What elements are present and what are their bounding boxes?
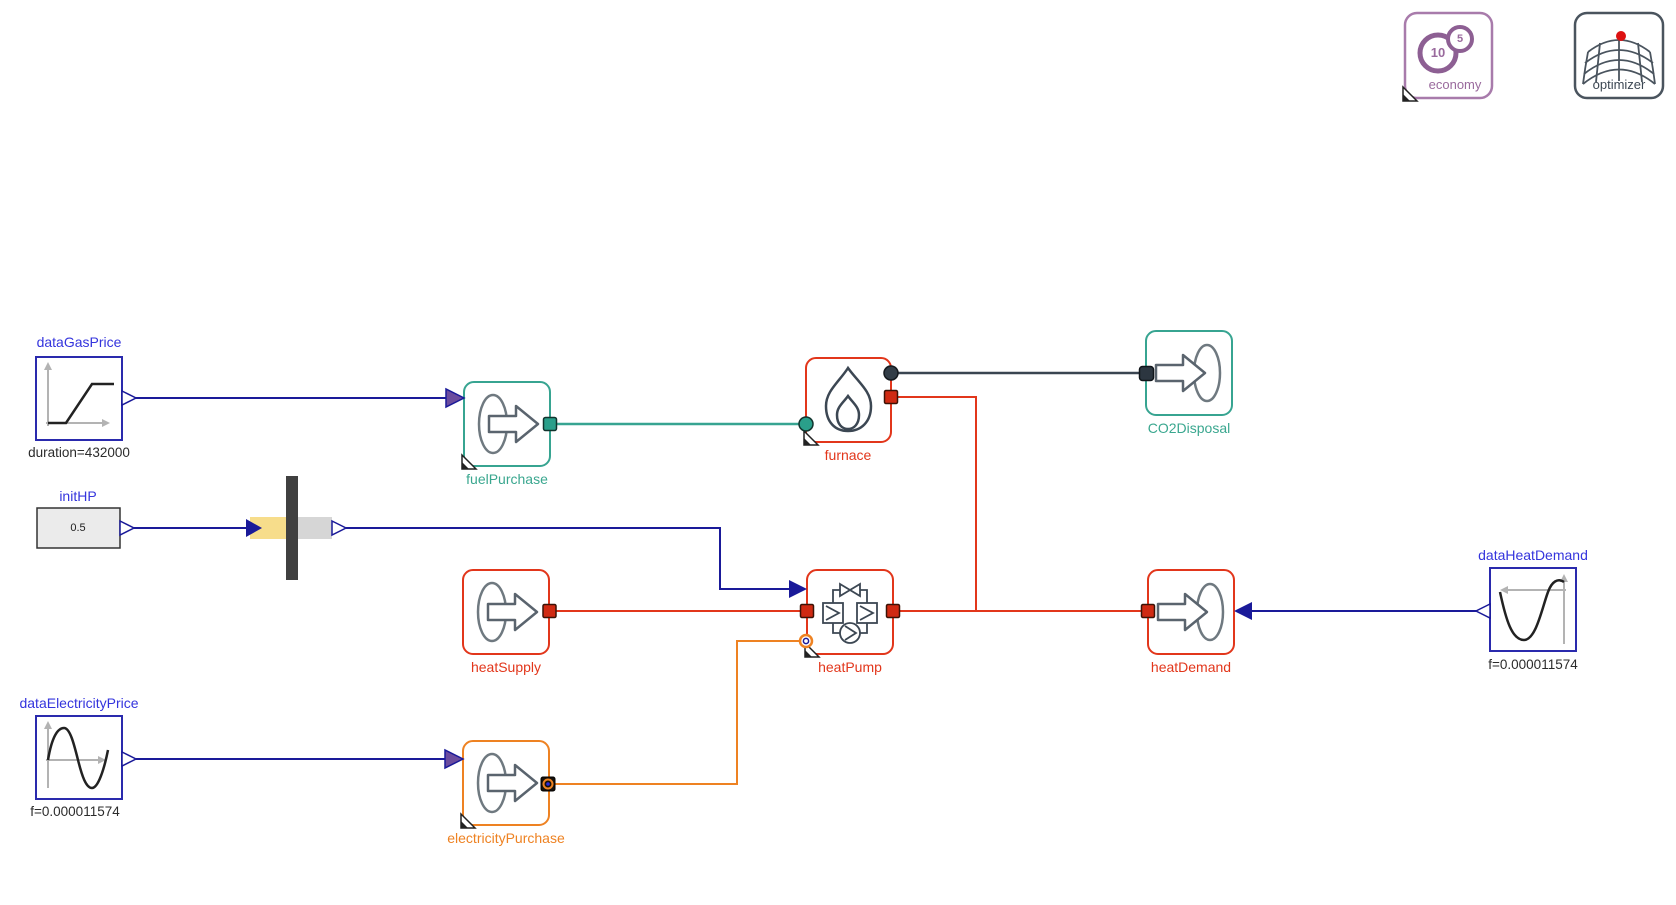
block-hold[interactable]: [246, 476, 348, 580]
economy-label: economy: [1428, 77, 1482, 92]
hold-left-segment: [250, 517, 288, 539]
block-furnace[interactable]: [798, 357, 899, 446]
co2-in-port[interactable]: [1138, 365, 1155, 382]
heatPump-label: heatPump: [818, 659, 882, 675]
setpoint-input-connector[interactable]: [789, 580, 807, 598]
dataHeatDemand-param: f=0.000011574: [1488, 657, 1578, 672]
output-connector[interactable]: [121, 389, 138, 407]
block-optimizer[interactable]: [1573, 11, 1665, 100]
heatSupply-label: heatSupply: [470, 659, 542, 675]
input-connector[interactable]: [445, 387, 466, 409]
block-CO2Disposal[interactable]: [1138, 330, 1233, 416]
block-fuelPurchase[interactable]: [445, 381, 558, 470]
initHP-value: 0.5: [70, 522, 86, 534]
gas-in-port[interactable]: [798, 416, 814, 432]
output-connector[interactable]: [119, 519, 136, 537]
block-economy[interactable]: [1402, 11, 1494, 102]
sine-curve-icon: [1498, 574, 1568, 644]
furnace-label: furnace: [824, 447, 872, 463]
block-heatDemand[interactable]: [1140, 569, 1253, 655]
page-fold-icon: [461, 453, 478, 470]
hold-right-segment: [298, 517, 332, 539]
fuelPurchase-label: fuelPurchase: [466, 471, 548, 487]
sine-curve-icon: [44, 721, 110, 790]
page-fold-icon: [803, 429, 820, 446]
page-fold-icon: [1402, 85, 1419, 102]
electricityPurchase-label: electricityPurchase: [447, 830, 565, 846]
dataHeatDemand-label: dataHeatDemand: [1478, 547, 1588, 563]
output-connector[interactable]: [1474, 602, 1491, 620]
economy-coin-large-value: 10: [1430, 45, 1446, 60]
demand-input-connector[interactable]: [1234, 602, 1252, 620]
heat-out-port[interactable]: [885, 603, 901, 619]
block-initHP[interactable]: [36, 507, 136, 549]
output-connector[interactable]: [331, 519, 348, 537]
co2-out-port[interactable]: [883, 365, 899, 381]
block-dataGasPrice[interactable]: [35, 356, 138, 441]
heat-port[interactable]: [542, 603, 557, 619]
CO2Disposal-label: CO2Disposal: [1147, 420, 1231, 436]
electric-port[interactable]: [540, 776, 556, 792]
block-dataHeatDemand[interactable]: [1474, 567, 1577, 652]
output-connector[interactable]: [121, 750, 138, 768]
block-electricityPurchase[interactable]: [444, 740, 556, 829]
economy-coin-small-value: 5: [1456, 33, 1464, 45]
hold-bar: [286, 476, 298, 580]
source-arrow-icon: [476, 581, 539, 643]
initHP-label: initHP: [59, 488, 97, 504]
dataElectricityPrice-param: f=0.000011574: [30, 804, 120, 819]
dataGasPrice-param: duration=432000: [28, 445, 130, 460]
dataElectricityPrice-label: dataElectricityPrice: [19, 695, 139, 711]
source-arrow-icon: [477, 393, 540, 455]
block-dataElectricityPrice[interactable]: [35, 715, 138, 800]
heatDemand-label: heatDemand: [1150, 659, 1232, 675]
heat-in-port[interactable]: [799, 603, 815, 619]
sink-arrow-icon: [1154, 343, 1222, 403]
input-connector[interactable]: [444, 748, 465, 770]
block-heatSupply[interactable]: [462, 569, 557, 655]
flame-icon: [824, 365, 873, 433]
ramp-curve-icon: [44, 362, 114, 427]
connection-electricityPurchase-heatPump[interactable]: [555, 640, 799, 785]
source-arrow-icon: [476, 752, 539, 814]
heat-in-port[interactable]: [1140, 603, 1156, 619]
sink-arrow-icon: [1156, 582, 1225, 642]
optimizer-label: optimizer: [1592, 77, 1646, 92]
block-heatPump[interactable]: [789, 569, 901, 658]
dataGasPrice-label: dataGasPrice: [36, 334, 122, 350]
page-fold-icon: [460, 812, 477, 829]
input-connector[interactable]: [246, 519, 262, 537]
gas-port[interactable]: [542, 416, 558, 432]
heat-out-port[interactable]: [883, 389, 899, 405]
connection-hold-heatPump[interactable]: [346, 527, 789, 590]
coins-icon: [1417, 25, 1474, 74]
refrigeration-cycle-icon: [822, 582, 878, 644]
optimum-dot-icon: [1616, 31, 1626, 41]
connection-furnace-heatLine[interactable]: [897, 396, 977, 611]
electric-in-port[interactable]: [798, 633, 814, 649]
